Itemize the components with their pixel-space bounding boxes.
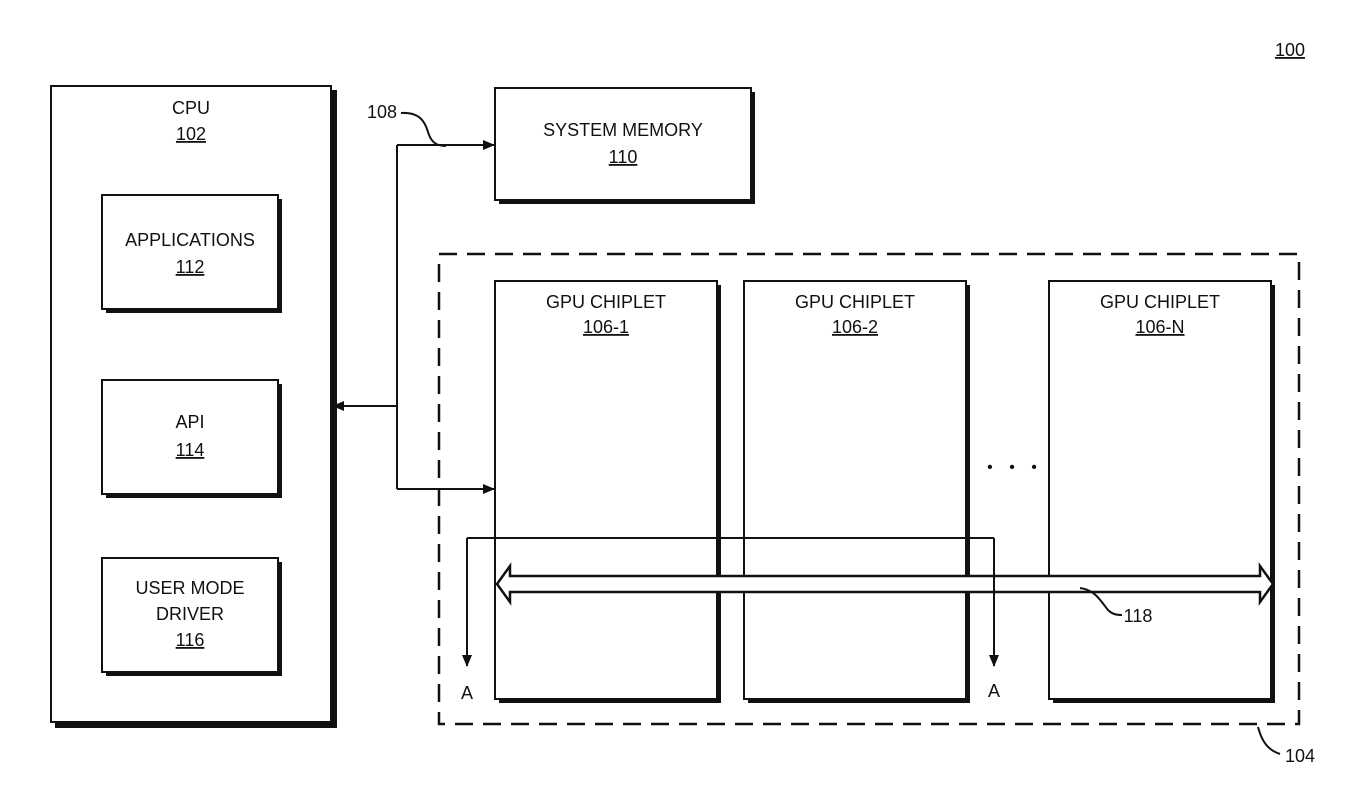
api-ref: 114	[176, 440, 205, 460]
chiplet-n-title: GPU CHIPLET	[1100, 292, 1220, 312]
chiplet-2-ref: 106-2	[832, 317, 878, 337]
chiplet-1-ref: 106-1	[583, 317, 629, 337]
applications-title: APPLICATIONS	[125, 230, 255, 250]
chiplet-2-title: GPU CHIPLET	[795, 292, 915, 312]
bus-ref: 108	[367, 102, 397, 122]
system-memory-ref: 110	[609, 147, 638, 167]
applications-block: APPLICATIONS 112	[102, 195, 282, 313]
figure-number: 100	[1275, 40, 1305, 60]
chiplet-n-ref: 106-N	[1135, 317, 1184, 337]
applications-ref: 112	[176, 257, 205, 277]
section-label-right: A	[988, 681, 1000, 701]
gpu-chiplet-106-1: GPU CHIPLET 106-1	[495, 281, 721, 703]
api-block: API 114	[102, 380, 282, 498]
umd-title-line2: DRIVER	[156, 604, 224, 624]
api-title: API	[175, 412, 204, 432]
umd-title-line1: USER MODE	[135, 578, 244, 598]
crosslink-ref: 118	[1124, 606, 1153, 626]
system-memory-block: SYSTEM MEMORY 110	[495, 88, 755, 204]
gpu-chiplet-106-n: GPU CHIPLET 106-N	[1049, 281, 1275, 703]
cpu-title: CPU	[172, 98, 210, 118]
chiplet-ellipsis: • • •	[987, 459, 1043, 476]
system-memory-title: SYSTEM MEMORY	[543, 120, 703, 140]
user-mode-driver-block: USER MODE DRIVER 116	[102, 558, 282, 676]
umd-ref: 116	[176, 630, 205, 650]
chiplet-array-leader	[1258, 727, 1280, 754]
section-label-left: A	[461, 683, 473, 703]
chiplet-array-ref: 104	[1285, 746, 1315, 766]
chiplet-1-title: GPU CHIPLET	[546, 292, 666, 312]
gpu-chiplet-106-2: GPU CHIPLET 106-2	[744, 281, 970, 703]
cpu-ref: 102	[176, 124, 206, 144]
bus-108	[333, 113, 494, 489]
